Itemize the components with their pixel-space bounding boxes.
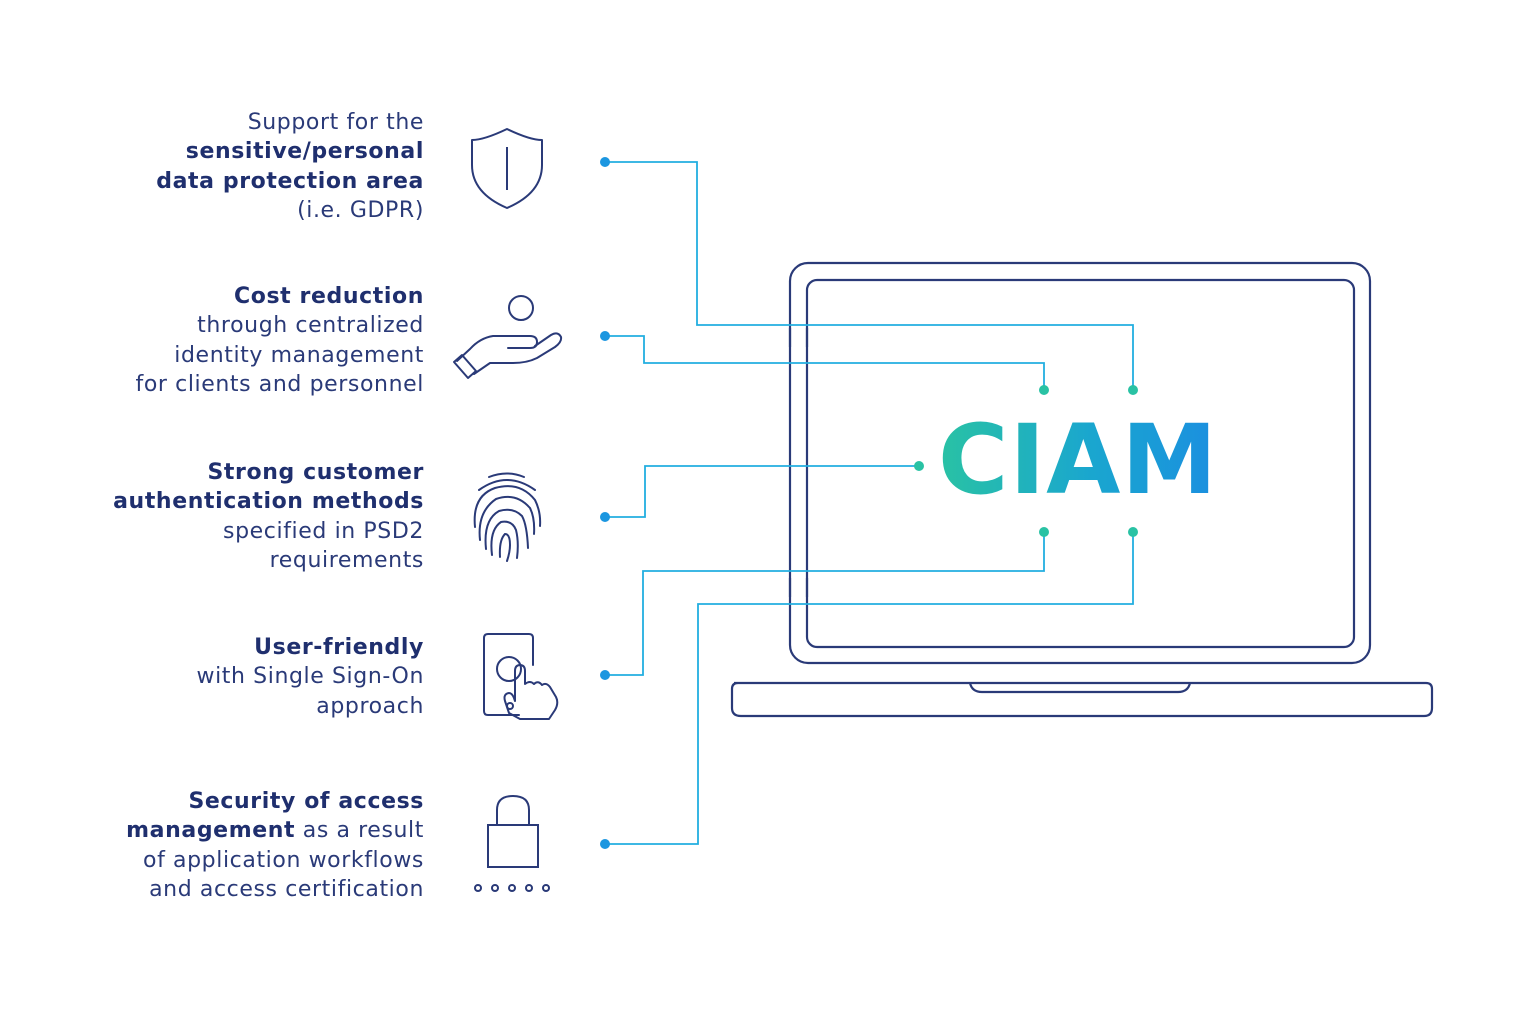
feature-text: for clients and personnel bbox=[135, 371, 424, 397]
feature-text-line: Support for the bbox=[64, 108, 424, 137]
feature-text-line: Strong customer bbox=[64, 458, 424, 487]
feature-text-line: User-friendly bbox=[64, 633, 424, 662]
touchscreen-tap-icon bbox=[483, 633, 559, 720]
connector-dot bbox=[600, 839, 610, 849]
feature-text-line: sensitive/personal bbox=[64, 137, 424, 166]
connector-dot bbox=[914, 461, 924, 471]
connector-dot bbox=[600, 331, 610, 341]
feature-text: specified in PSD2 bbox=[223, 518, 424, 544]
feature-text: requirements bbox=[269, 547, 424, 573]
feature-text: approach bbox=[316, 693, 424, 719]
feature-text-line: of application workflows bbox=[64, 846, 424, 875]
connector-cost bbox=[605, 335, 1045, 390]
feature-text-line: requirements bbox=[64, 546, 424, 575]
feature-text-bold: Strong customer bbox=[207, 460, 424, 485]
connector-dot bbox=[1039, 527, 1049, 537]
feature-gdpr: Support for the sensitive/personal data pr… bbox=[64, 108, 424, 225]
feature-text-line: through centralized bbox=[64, 311, 424, 340]
feature-text-line: and access certification bbox=[64, 875, 424, 904]
connector-dot bbox=[1039, 385, 1049, 395]
padlock-password-icon bbox=[474, 794, 550, 892]
connector-dot bbox=[1128, 385, 1138, 395]
feature-text-line: approach bbox=[64, 692, 424, 721]
connector-dots bbox=[600, 157, 1138, 849]
connector-sso bbox=[605, 532, 1045, 676]
feature-text: Support for the bbox=[247, 110, 424, 135]
feature-text: and access certification bbox=[149, 876, 424, 902]
shield-icon bbox=[471, 128, 543, 209]
hand-coin-icon bbox=[453, 295, 563, 379]
feature-text: through centralized bbox=[197, 313, 424, 339]
feature-text: as a result bbox=[295, 818, 424, 844]
laptop-icon bbox=[730, 261, 1434, 718]
feature-strong-authentication: Strong customer authentication methods spe… bbox=[64, 458, 424, 575]
feature-text-line: (i.e. GDPR) bbox=[64, 196, 424, 225]
ciam-title: CIAM bbox=[938, 404, 1218, 516]
feature-text-bold: sensitive/personal bbox=[185, 139, 424, 165]
feature-text-line: Security of access bbox=[64, 787, 424, 816]
connector-dot bbox=[600, 157, 610, 167]
feature-single-sign-on: User-friendly with Single Sign-On approach bbox=[64, 633, 424, 721]
feature-text-line: specified in PSD2 bbox=[64, 517, 424, 546]
laptop-gap-marks bbox=[788, 328, 809, 597]
feature-text-bold: Security of access bbox=[188, 789, 424, 814]
feature-text-bold: authentication methods bbox=[113, 489, 424, 515]
connector-access bbox=[605, 532, 1134, 845]
feature-text-bold: User-friendly bbox=[254, 635, 424, 660]
feature-text-line: identity management bbox=[64, 341, 424, 370]
feature-text-bold: Cost reduction bbox=[234, 284, 424, 309]
feature-text-line: data protection area bbox=[64, 167, 424, 196]
connector-dot bbox=[1128, 527, 1138, 537]
feature-cost-reduction: Cost reduction through centralized identit… bbox=[64, 282, 424, 399]
fingerprint-icon bbox=[473, 472, 542, 562]
connector-dot bbox=[600, 512, 610, 522]
connector-sca bbox=[605, 465, 919, 518]
feature-text-line: management as a result bbox=[64, 816, 424, 845]
connector-dot bbox=[600, 670, 610, 680]
connector-gdpr bbox=[605, 161, 1134, 390]
feature-text-line: with Single Sign-On bbox=[64, 662, 424, 691]
feature-text-line: Cost reduction bbox=[64, 282, 424, 311]
connectors bbox=[605, 161, 1134, 845]
feature-text: (i.e. GDPR) bbox=[297, 197, 424, 223]
feature-text-line: for clients and personnel bbox=[64, 370, 424, 399]
feature-text-bold: management bbox=[126, 818, 296, 844]
feature-text: with Single Sign-On bbox=[196, 664, 424, 690]
feature-text: identity management bbox=[174, 342, 424, 368]
feature-text-line: authentication methods bbox=[64, 487, 424, 516]
feature-text: of application workflows bbox=[143, 847, 424, 873]
feature-text-bold: data protection area bbox=[156, 168, 424, 194]
